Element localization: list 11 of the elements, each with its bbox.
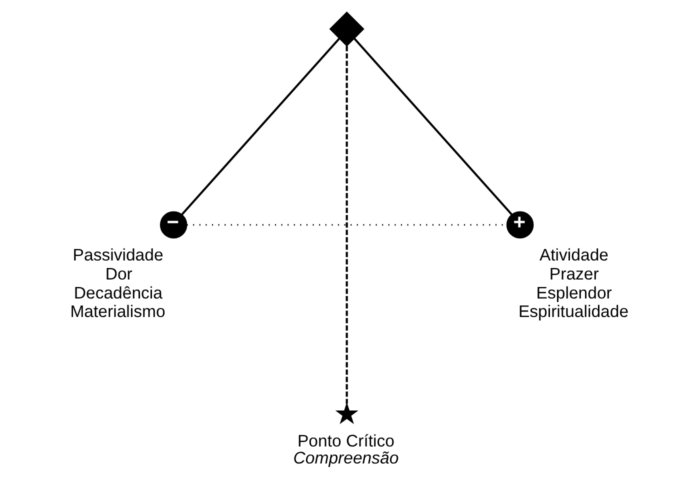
node-label: Passividade Dor Decadência Materialismo [70,245,165,322]
node-label: Compreensão [292,448,398,468]
node-star [334,402,358,424]
node-label: Ponto Crítico [296,432,394,451]
connector [345,46,348,404]
node-label: Atividade Prazer Esplendor Espiritualidade [518,245,628,322]
connector [180,38,340,216]
node-diamond [328,12,364,47]
node-circle: − [159,211,187,238]
connector [352,38,512,216]
node-circle: + [506,211,534,238]
